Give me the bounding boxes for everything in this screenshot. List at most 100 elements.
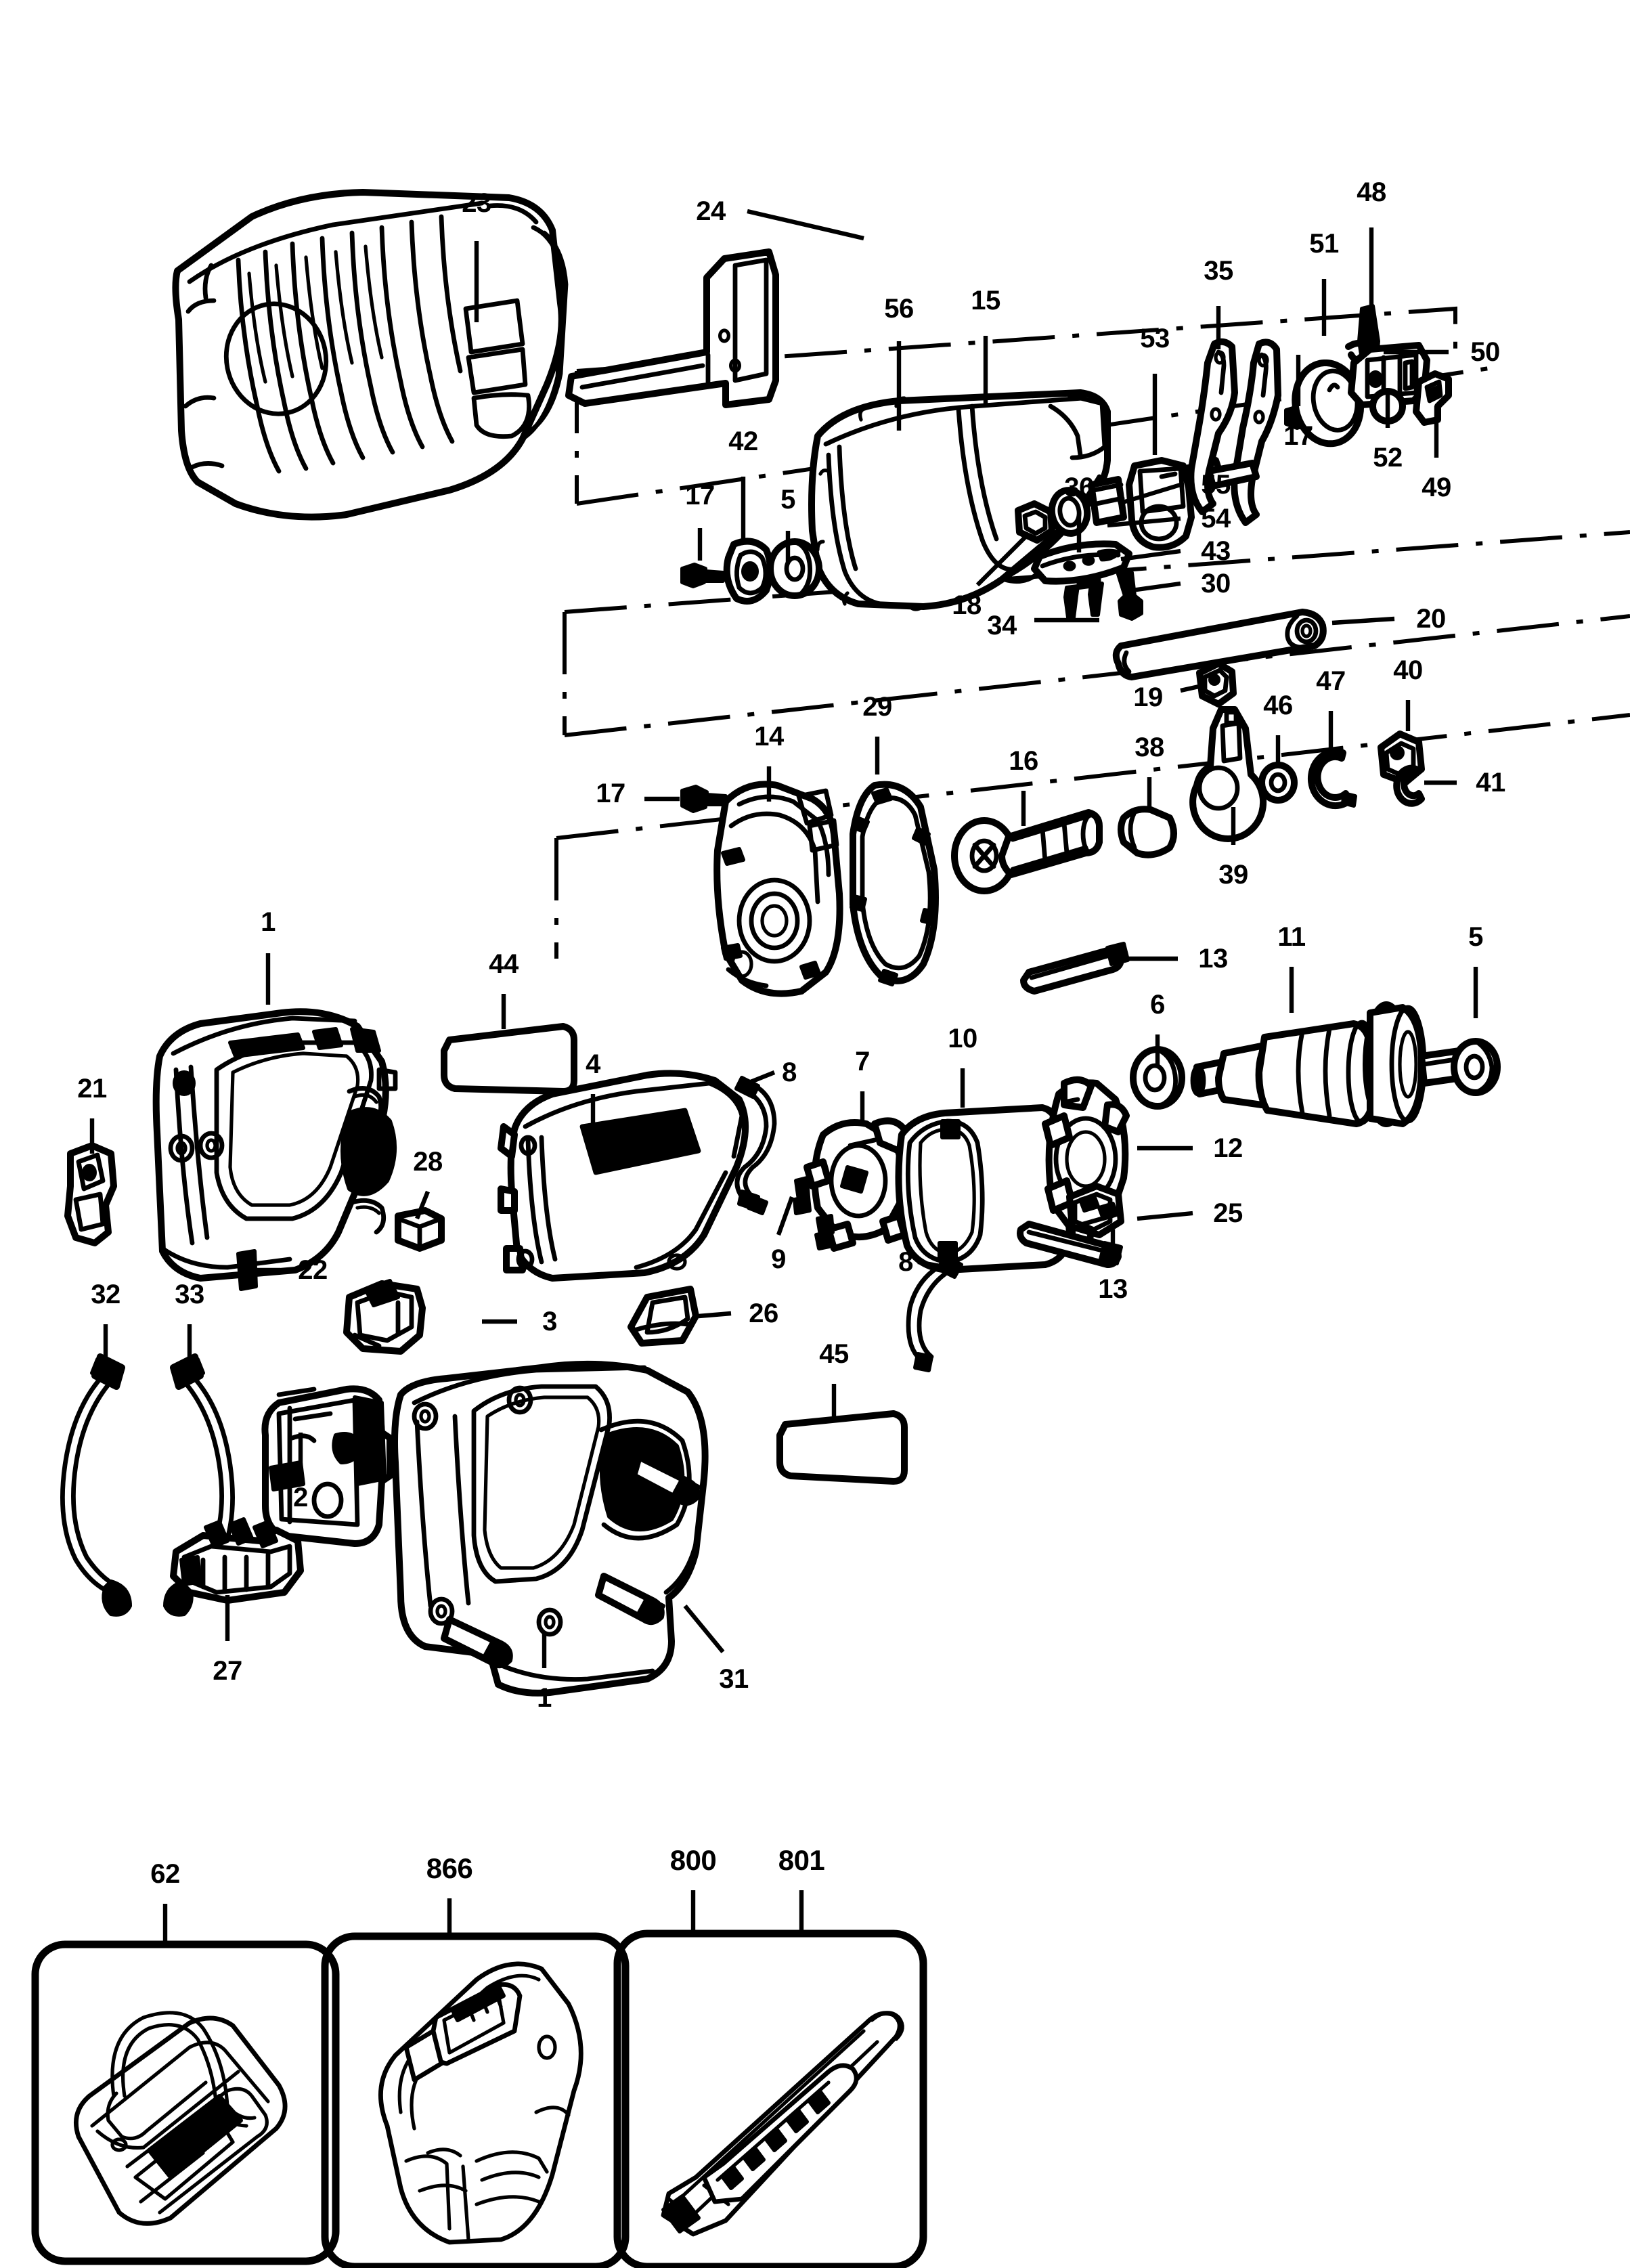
part-17-screw-c (680, 785, 728, 813)
callout-2: 2 (293, 1483, 308, 1512)
part-2-switch-module (261, 1385, 393, 1547)
part-35-fork-lever (1187, 338, 1281, 526)
part-9-screws (793, 1176, 835, 1250)
callout-41: 41 (1476, 768, 1505, 798)
leader-line-43 (1120, 548, 1181, 562)
callout-50: 50 (1470, 337, 1500, 367)
part-46-washer (1258, 762, 1298, 804)
leader-line-9 (776, 1196, 795, 1236)
callout-13: 13 (1198, 944, 1228, 974)
callout-28: 28 (413, 1147, 443, 1177)
part-7-brush-plate (803, 1117, 910, 1252)
part-19-saddle-block (1196, 660, 1237, 707)
callout-33: 33 (175, 1280, 204, 1309)
part-13-bolts (1017, 942, 1130, 1268)
callout-43: 43 (1201, 536, 1231, 566)
callout-3: 3 (542, 1307, 557, 1336)
part-49-clip (1413, 370, 1452, 426)
subassembly-boundary-lower (554, 713, 1630, 959)
leader-line-28 (415, 1190, 430, 1220)
leader-line-20 (1331, 616, 1395, 626)
accessory-box-866 (321, 1932, 630, 2268)
callout-53: 53 (1140, 324, 1170, 353)
leader-line-8 (746, 1070, 776, 1085)
leader-line-26 (698, 1311, 732, 1319)
callout-36: 36 (1064, 473, 1094, 502)
part-5-washer-b (1451, 1038, 1501, 1096)
callout-55: 55 (1201, 470, 1231, 500)
callout-56: 56 (884, 294, 914, 324)
leader-line-8 (917, 1259, 948, 1270)
part-25-terminal (1066, 1183, 1124, 1238)
callout-866: 866 (426, 1852, 473, 1884)
callout-9: 9 (771, 1244, 786, 1274)
callout-19: 19 (1133, 682, 1163, 712)
part-32-brush-lead (60, 1353, 132, 1617)
callout-27: 27 (213, 1656, 242, 1686)
part-41-snap-ring (1393, 764, 1425, 807)
callout-45: 45 (819, 1339, 849, 1369)
leader-line-30 (1131, 581, 1181, 593)
callout-18: 18 (952, 590, 982, 620)
callout-39: 39 (1218, 860, 1248, 890)
part-29-gasket (850, 781, 939, 986)
callout-35: 35 (1204, 256, 1233, 286)
callout-22: 22 (298, 1255, 328, 1285)
callout-15: 15 (971, 286, 1000, 315)
callout-14: 14 (754, 722, 784, 751)
leader-line-54 (1107, 516, 1181, 528)
callout-54: 54 (1201, 504, 1231, 533)
callout-46: 46 (1263, 691, 1293, 720)
part-20-plunger-tube (1112, 609, 1327, 680)
part-23-rear-housing-cover (172, 189, 569, 521)
callout-40: 40 (1393, 655, 1423, 685)
part-26-deflector (627, 1286, 699, 1347)
callout-11: 11 (1277, 922, 1306, 952)
part-55-collar (1088, 476, 1127, 526)
callout-16: 16 (1009, 746, 1038, 776)
part-17-screw-a (680, 563, 725, 588)
part-22-pin (236, 1249, 258, 1291)
callout-12: 12 (1213, 1133, 1243, 1163)
part-8-lead-lower (906, 1255, 963, 1372)
part-34-screws (1063, 582, 1104, 619)
part-8-lead-upper (734, 1076, 777, 1215)
callout-34: 34 (987, 611, 1017, 640)
leader-line-25 (1137, 1211, 1193, 1221)
callout-24: 24 (696, 196, 726, 226)
callout-1: 1 (537, 1683, 552, 1713)
part-43-shoe-plate (1031, 540, 1132, 585)
part-3-clamp (343, 1279, 426, 1355)
callout-20: 20 (1416, 604, 1446, 634)
part-38-bushing (1118, 806, 1177, 858)
part-18-nut (1015, 500, 1055, 544)
part-11-armature (1190, 1001, 1466, 1127)
callout-leader-lines (89, 209, 1478, 1944)
callout-6: 6 (1150, 990, 1165, 1020)
part-27-brush-holder (170, 1517, 304, 1604)
callout-44: 44 (489, 949, 519, 979)
callout-5: 5 (780, 485, 795, 515)
part-12-baffle (1042, 1076, 1130, 1246)
callout-49: 49 (1422, 473, 1451, 502)
part-45-label (776, 1410, 908, 1485)
callout-48: 48 (1357, 177, 1386, 207)
callout-38: 38 (1135, 733, 1164, 762)
leader-line-24 (747, 209, 864, 241)
part-1-housing-left (152, 1008, 398, 1282)
callout-42: 42 (728, 427, 758, 456)
callout-8: 8 (898, 1247, 913, 1277)
leader-line-31 (683, 1604, 725, 1654)
callout-62: 62 (150, 1859, 180, 1889)
callout-17: 17 (685, 481, 715, 510)
callout-32: 32 (91, 1280, 120, 1309)
callout-26: 26 (749, 1299, 778, 1328)
part-47-c-clip (1308, 748, 1357, 810)
part-28-block (395, 1207, 445, 1252)
leader-line-55 (1118, 482, 1181, 506)
accessory-box-62 (31, 1940, 340, 2265)
callout-8: 8 (782, 1057, 797, 1087)
callout-1: 1 (261, 907, 276, 937)
callout-5: 5 (1468, 922, 1483, 952)
